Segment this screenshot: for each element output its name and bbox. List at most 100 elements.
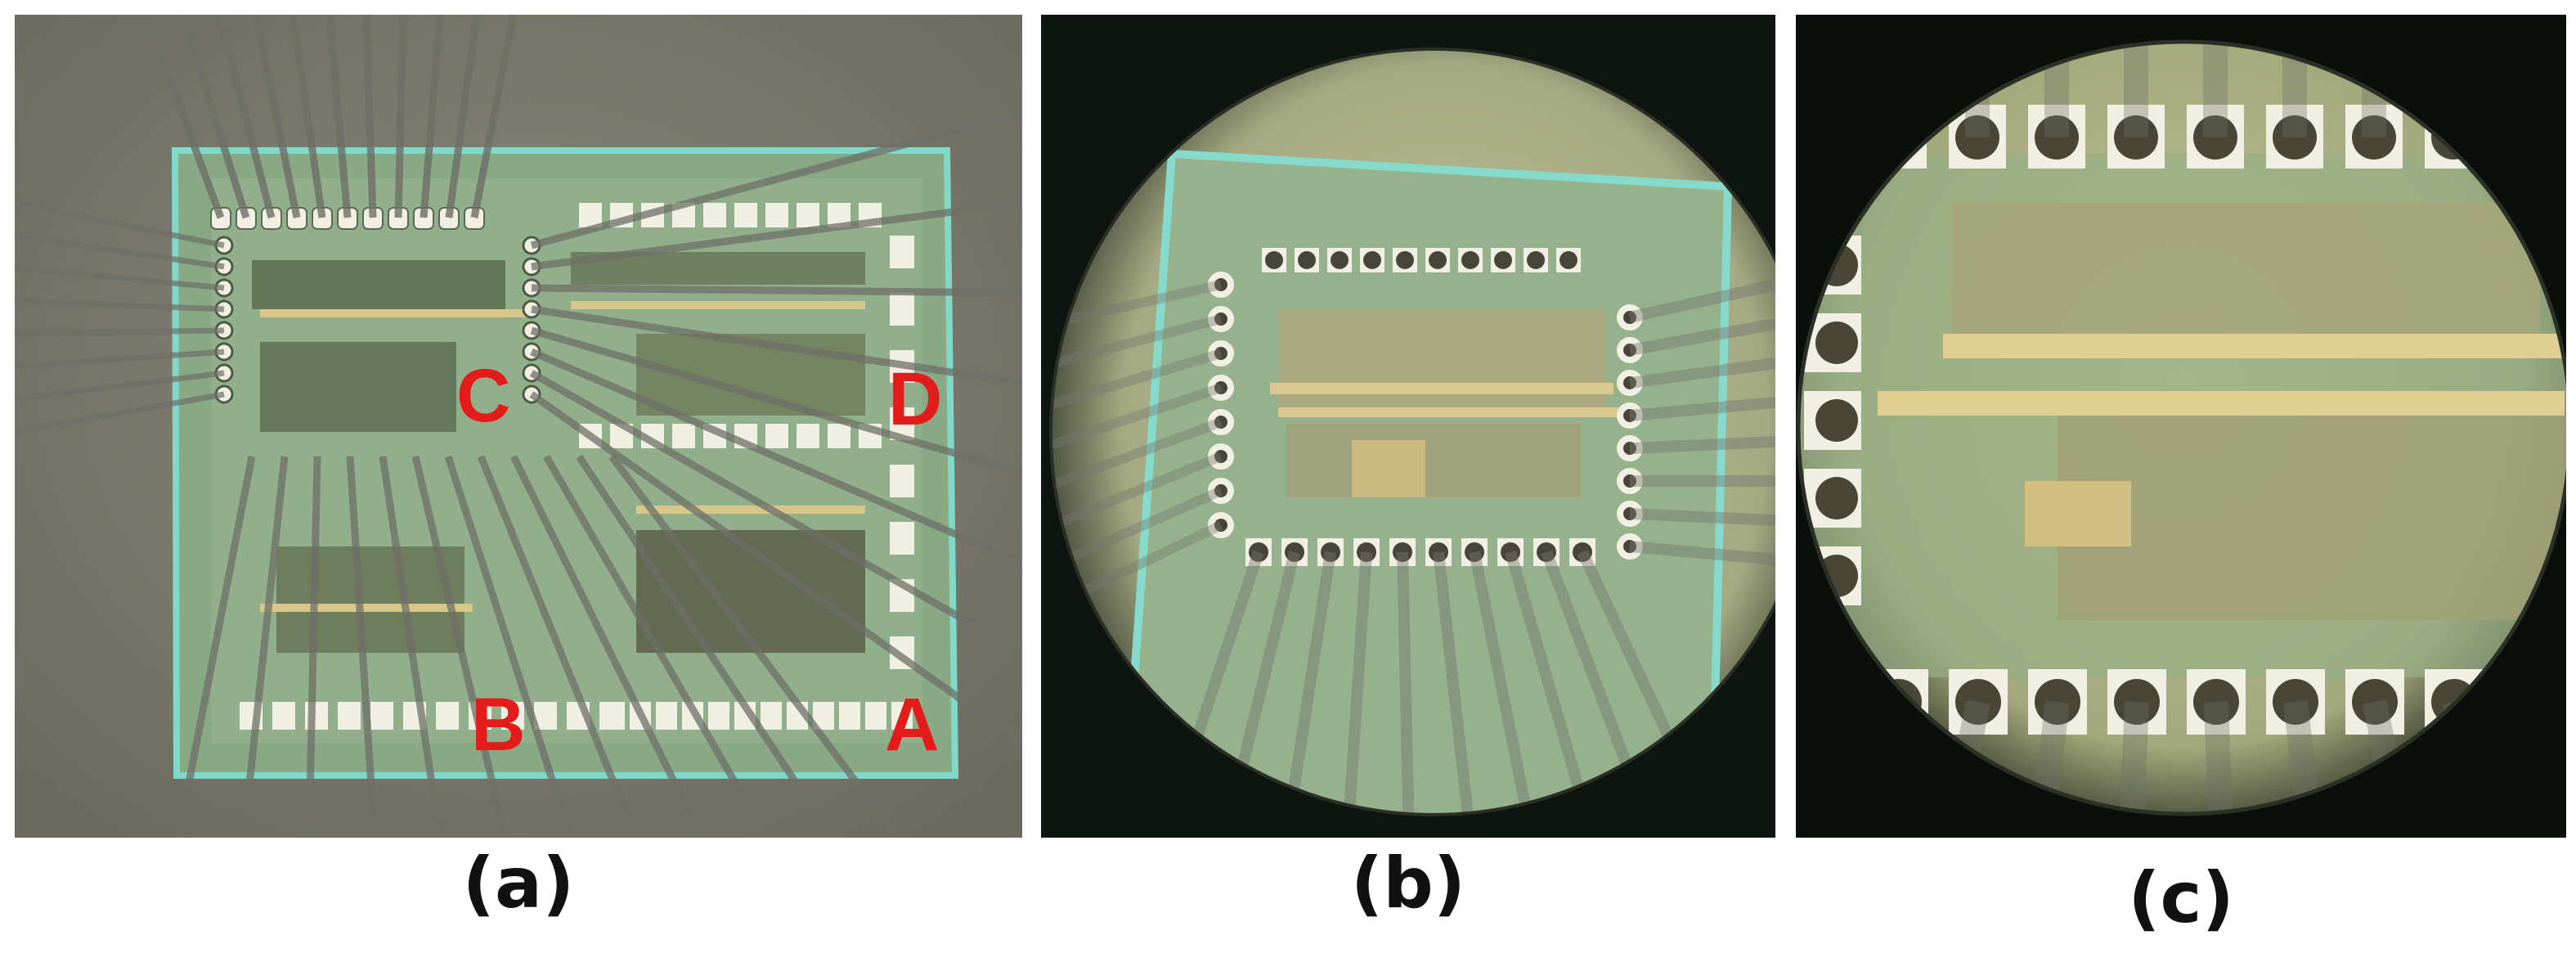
bond-wire bbox=[240, 456, 289, 838]
bond-wire bbox=[252, 15, 301, 218]
bond-ball bbox=[2114, 679, 2160, 725]
bond-ball bbox=[2035, 679, 2080, 725]
bond-wire bbox=[1629, 357, 1775, 389]
bond-ball bbox=[1465, 542, 1484, 562]
bond-ball bbox=[1298, 251, 1316, 269]
bond-ball bbox=[1815, 399, 1858, 442]
bond-wire bbox=[1051, 452, 1223, 535]
die-photo-panel-b bbox=[1041, 15, 1775, 838]
bond-wire bbox=[305, 456, 321, 838]
bond-ball bbox=[1208, 340, 1234, 366]
region-label-c: C bbox=[456, 354, 511, 438]
bond-wire bbox=[543, 454, 770, 838]
bond-pad bbox=[703, 203, 726, 227]
bond-wire bbox=[477, 455, 640, 838]
bond-pad bbox=[839, 702, 860, 730]
bond-wire bbox=[1629, 541, 1775, 565]
bond-wire bbox=[1051, 314, 1223, 371]
bond-ball bbox=[1617, 402, 1643, 429]
bond-wire bbox=[325, 15, 352, 218]
bond-wire bbox=[1628, 279, 1775, 323]
bond-wire bbox=[530, 109, 1022, 249]
bond-wire bbox=[1629, 508, 1775, 526]
bond-pad bbox=[890, 465, 914, 497]
bond-wire bbox=[15, 298, 225, 312]
bond-wire bbox=[529, 391, 1022, 746]
bond-wire bbox=[1051, 383, 1223, 453]
bond-wire bbox=[174, 456, 256, 838]
bond-wire bbox=[530, 326, 1022, 477]
bond-wire bbox=[1628, 318, 1775, 356]
bond-ball bbox=[1815, 321, 1858, 364]
bond-wire bbox=[289, 15, 326, 218]
bond-ball bbox=[1208, 512, 1234, 538]
bond-wire bbox=[608, 454, 901, 838]
bond-pad bbox=[765, 203, 788, 227]
bond-ball bbox=[1208, 306, 1234, 332]
bond-ball bbox=[1815, 477, 1858, 519]
bond-pad bbox=[890, 522, 914, 555]
bond-wire bbox=[530, 348, 1022, 567]
bond-wire bbox=[1397, 551, 1415, 815]
bond-ball bbox=[1396, 251, 1414, 269]
bond-wire bbox=[1629, 436, 1775, 454]
bond-ball bbox=[1208, 375, 1234, 401]
bond-wire bbox=[362, 15, 377, 218]
bond-ball bbox=[1461, 251, 1479, 269]
bond-wire bbox=[411, 455, 509, 838]
die-photo-panel-a: C D B A bbox=[15, 15, 1022, 838]
bond-wire bbox=[2283, 700, 2323, 814]
bond-pad bbox=[761, 702, 782, 730]
die-photo-b bbox=[1041, 15, 1775, 838]
bond-wire bbox=[1051, 417, 1223, 494]
bond-ball bbox=[1208, 272, 1234, 298]
bond-ball bbox=[1331, 251, 1349, 269]
bond-wire bbox=[15, 232, 225, 270]
bond-wire bbox=[2204, 701, 2233, 814]
bond-pad bbox=[865, 702, 886, 730]
bond-wire bbox=[509, 455, 706, 838]
bond-ball bbox=[1527, 251, 1545, 269]
bond-ball bbox=[1617, 370, 1643, 396]
region-label-b: B bbox=[471, 683, 526, 766]
bond-ball bbox=[1357, 542, 1376, 562]
bond-ball bbox=[1617, 533, 1643, 560]
bond-ball bbox=[2273, 115, 2317, 160]
bond-ball bbox=[2193, 679, 2239, 725]
bond-wire bbox=[215, 15, 276, 219]
bond-wire bbox=[2119, 701, 2149, 814]
bond-wire bbox=[1629, 397, 1775, 421]
bond-wire bbox=[531, 284, 1022, 297]
bond-pad bbox=[370, 702, 393, 730]
caption-b: (b) bbox=[1350, 843, 1466, 924]
bond-ball bbox=[1501, 542, 1520, 562]
bond-wire bbox=[531, 199, 1022, 271]
bond-ball bbox=[1208, 443, 1234, 470]
bond-pad bbox=[797, 424, 819, 448]
bond-pad bbox=[272, 702, 295, 730]
bond-ball bbox=[1955, 679, 2001, 725]
bond-ball bbox=[1429, 251, 1447, 269]
bond-ball bbox=[2352, 115, 2396, 160]
bond-ball bbox=[1617, 337, 1643, 363]
bond-pad bbox=[599, 702, 622, 730]
bond-wire bbox=[15, 200, 225, 249]
bond-pad bbox=[891, 702, 913, 730]
bond-wire bbox=[1051, 280, 1223, 330]
bond-wire bbox=[531, 305, 1022, 387]
bond-ball bbox=[1617, 304, 1643, 330]
bond-pad bbox=[828, 424, 850, 448]
bond-wire bbox=[529, 370, 1022, 656]
bond-pad bbox=[579, 203, 602, 227]
bond-pad bbox=[708, 702, 729, 730]
bond-wire bbox=[420, 15, 444, 218]
bond-wire bbox=[178, 15, 250, 219]
bond-ball bbox=[2035, 115, 2079, 160]
bond-ball bbox=[1208, 409, 1234, 435]
bond-ball bbox=[1494, 251, 1512, 269]
bond-wire bbox=[15, 370, 225, 402]
caption-c: (c) bbox=[2128, 857, 2234, 939]
bond-ball bbox=[2193, 115, 2237, 160]
bond-wire bbox=[1051, 348, 1223, 412]
bond-wire bbox=[576, 454, 836, 838]
